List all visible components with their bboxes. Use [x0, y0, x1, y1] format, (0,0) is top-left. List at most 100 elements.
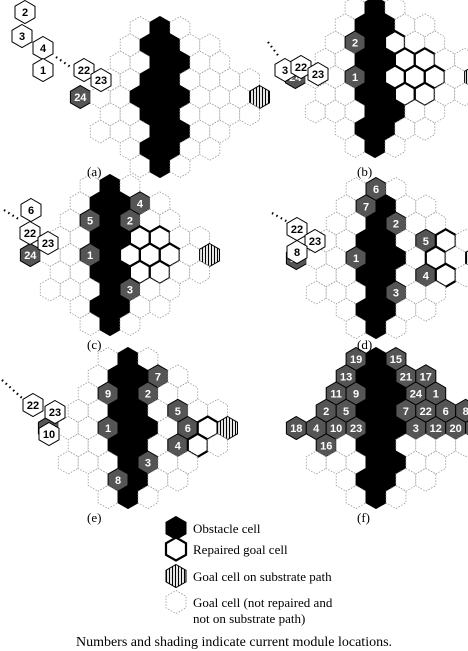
- goal-cell: [335, 228, 357, 253]
- module-number: 22: [420, 406, 432, 418]
- goal-cell: [385, 315, 407, 339]
- goal-cell: [149, 191, 171, 216]
- goal-cell: [219, 102, 241, 127]
- goal-cell: [455, 228, 468, 253]
- goal-cell: [405, 450, 427, 475]
- panel-e: 79252416438222310: [1, 346, 238, 510]
- goal-cell-icon: [165, 590, 187, 614]
- module-number: 10: [43, 429, 55, 441]
- goal-cell: [335, 433, 357, 458]
- goal-cell: [87, 467, 109, 492]
- panel-label-d: (d): [357, 337, 372, 352]
- goal-cell: [207, 398, 229, 423]
- module-number: 5: [343, 406, 349, 418]
- module-number: 4: [175, 440, 182, 452]
- goal-cell: [167, 467, 189, 492]
- goal-cell: [139, 277, 161, 302]
- goal-cell: [434, 82, 456, 107]
- goal-cell: [57, 450, 79, 475]
- path-continuation-dots: [267, 41, 281, 59]
- goal-cell: [189, 85, 211, 109]
- goal-cell: [334, 82, 356, 107]
- module-number: 22: [78, 65, 90, 77]
- path-continuation-dots: [3, 209, 21, 221]
- substrate-goal-cell: [465, 250, 468, 266]
- module-number: 1: [105, 423, 111, 435]
- panel-label-f: (f): [357, 510, 370, 525]
- panel-label-a: (a): [87, 164, 101, 179]
- goal-cell: [239, 102, 261, 127]
- path-module-cell: [290, 54, 312, 80]
- goal-cell: [57, 416, 79, 440]
- path-module-cell: [286, 239, 308, 265]
- module-number: 24: [74, 92, 87, 104]
- goal-cell: [89, 119, 111, 144]
- module-number: 1: [40, 65, 46, 77]
- module-number: 19: [350, 354, 362, 366]
- goal-cell: [157, 416, 179, 440]
- module-number: 6: [373, 184, 379, 196]
- module-number: 3: [127, 285, 133, 297]
- goal-cell: [334, 13, 356, 38]
- legend-goal-icon: [165, 590, 187, 614]
- goal-cell: [454, 82, 468, 107]
- goal-cell: [405, 246, 427, 270]
- panel-f: 191513211711924125722681841023312201416: [285, 346, 468, 510]
- goal-cell: [305, 450, 327, 475]
- goal-cell: [404, 30, 426, 55]
- goal-cell: [315, 263, 337, 288]
- module-number: 2: [323, 406, 329, 418]
- goal-cell: [435, 433, 457, 458]
- module-number: 3: [19, 31, 25, 43]
- module-number: 5: [87, 216, 93, 228]
- goal-cell: [97, 485, 119, 509]
- goal-cell: [415, 433, 437, 458]
- module-number: 23: [309, 236, 321, 248]
- goal-cell: [335, 263, 357, 288]
- module-number: 23: [49, 407, 61, 419]
- module-number: 4: [313, 423, 320, 435]
- goal-cell: [119, 136, 141, 161]
- goal-cell: [87, 364, 109, 389]
- module-number: 3: [282, 65, 288, 77]
- module-number: 8: [115, 475, 121, 487]
- goal-cell: [304, 99, 326, 124]
- goal-cell: [119, 174, 141, 198]
- module-number: 4: [137, 198, 144, 210]
- module-number: 2: [127, 216, 133, 228]
- goal-cell: [455, 433, 468, 458]
- module-number: 22: [295, 62, 307, 74]
- module-number: 21: [400, 371, 412, 383]
- goal-cell: [345, 485, 367, 509]
- goal-cell: [384, 134, 406, 158]
- substrate-goal-icon: [165, 563, 187, 589]
- path-module-cell: [38, 421, 60, 447]
- legend: Obstacle cell Repaired goal cell Goal ce…: [164, 515, 333, 626]
- goal-cell: [219, 67, 241, 92]
- module-number: 17: [420, 371, 432, 383]
- goal-cell: [414, 13, 436, 38]
- module-number: 18: [290, 423, 302, 435]
- goal-cell: [335, 467, 357, 492]
- module-number: 6: [185, 423, 191, 435]
- module-number: 23: [350, 423, 362, 435]
- module-number: 8: [463, 406, 468, 418]
- goal-cell: [169, 16, 191, 40]
- goal-cell: [69, 225, 91, 250]
- module-number: 6: [443, 406, 449, 418]
- module-number: 24: [410, 389, 423, 401]
- goal-cell: [305, 280, 327, 305]
- goal-cell: [414, 116, 436, 141]
- module-number: 7: [403, 406, 409, 418]
- module-number: 16: [320, 440, 332, 452]
- goal-cell: [79, 312, 101, 336]
- goal-cell: [119, 67, 141, 92]
- module-number: 24: [24, 250, 37, 262]
- module-number: 11: [330, 389, 342, 401]
- goal-cell: [67, 398, 89, 423]
- legend-substrate-icon: [165, 563, 187, 589]
- goal-cell: [69, 191, 91, 216]
- path-module-cell: [19, 220, 41, 246]
